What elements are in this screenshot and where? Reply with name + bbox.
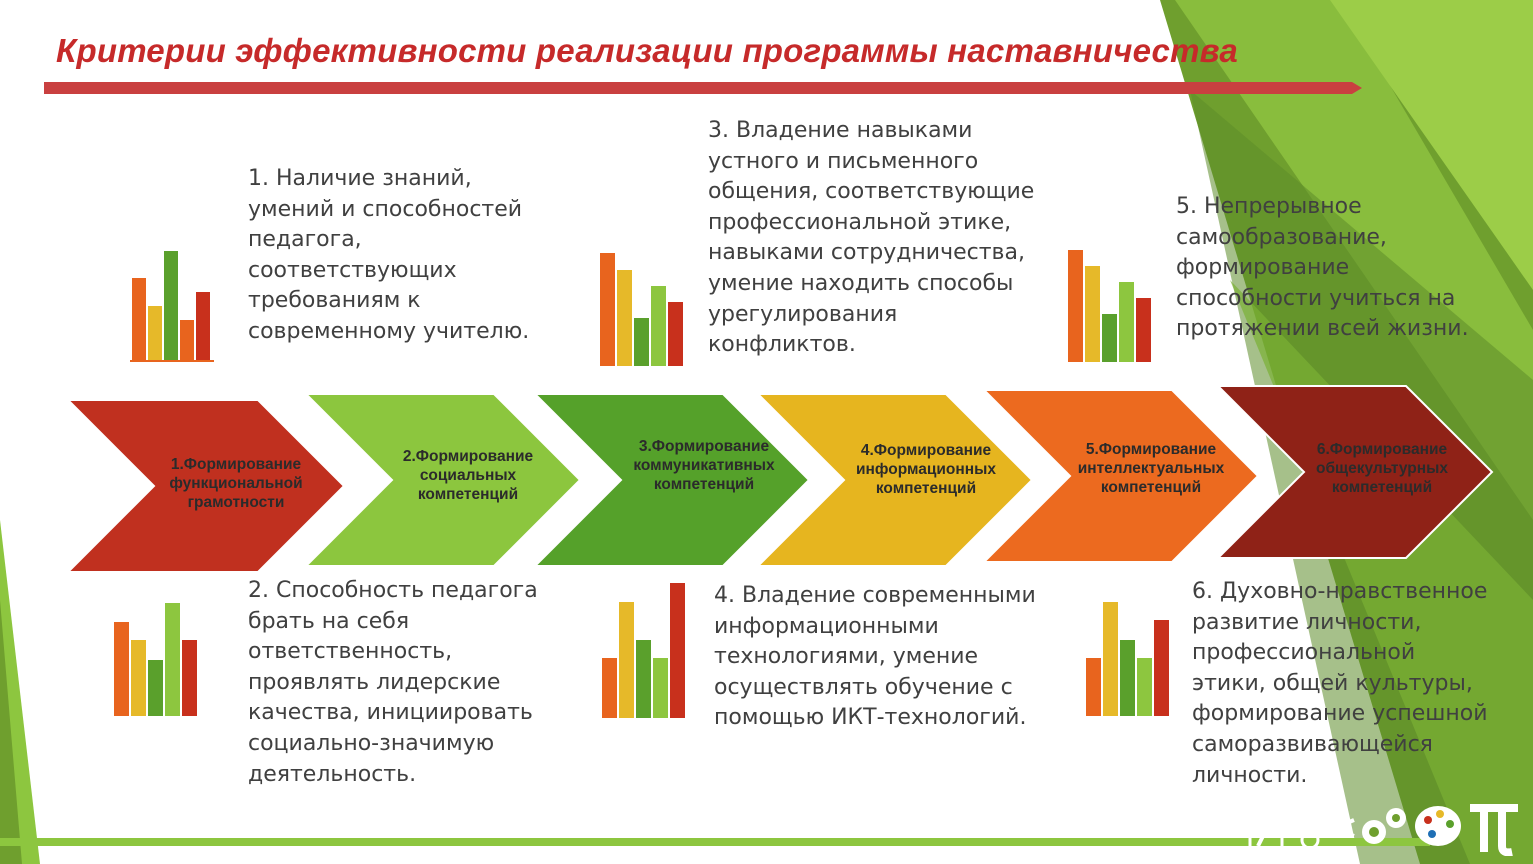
stage-label-1: 1.Формирование функциональной грамотност… — [169, 456, 303, 511]
stage-label-5: 5.Формирование интеллектуальных компетен… — [1077, 441, 1225, 496]
bar-chart-icon — [1068, 250, 1151, 362]
stage-label-3: 3.Формирование коммуникативных компетенц… — [633, 438, 775, 493]
palette-icon — [1415, 806, 1461, 846]
chevron-stage-4 — [755, 393, 1034, 567]
criterion-5: 5. Непрерывное самообразование, формиров… — [1176, 194, 1469, 342]
pi-icon — [1470, 804, 1518, 856]
chevron-stage-3 — [532, 393, 811, 567]
chevron-stage-2 — [303, 393, 582, 567]
criterion-1: 1. Наличие знаний, умений и способностей… — [248, 166, 530, 344]
stage-label-4: 4.Формирование информационных компетенци… — [856, 442, 996, 497]
bar-chart-icon — [130, 251, 214, 362]
criterion-4: 4. Владение современными информационными… — [714, 583, 1036, 731]
chevron-stage-6 — [1215, 385, 1494, 559]
criterion-3: 3. Владение навыками устного и письменно… — [708, 118, 1035, 358]
criterion-2: 2. Способность педагога брать на себя от… — [248, 578, 538, 787]
chevron-stage-1 — [65, 399, 346, 573]
gears-icon — [1362, 808, 1406, 844]
stage-label-6: 6.Формирование общекультурных компетенци… — [1315, 441, 1448, 496]
pencil-icon — [1248, 801, 1284, 856]
bar-chart-icon — [114, 603, 197, 716]
criterion-6: 6. Духовно-нравственное развитие личност… — [1192, 579, 1488, 788]
bar-chart-icon — [602, 583, 685, 718]
bar-chart-icon — [1086, 602, 1169, 716]
stage-label-2: 2.Формирование социальных компетенций — [402, 448, 534, 503]
slide-title: Критерии эффективности реализации програ… — [56, 32, 1238, 69]
bar-chart-icon — [600, 253, 683, 366]
scissors-icon — [1300, 808, 1355, 850]
chevron-stage-5 — [981, 389, 1260, 563]
title-rule — [44, 82, 1362, 94]
